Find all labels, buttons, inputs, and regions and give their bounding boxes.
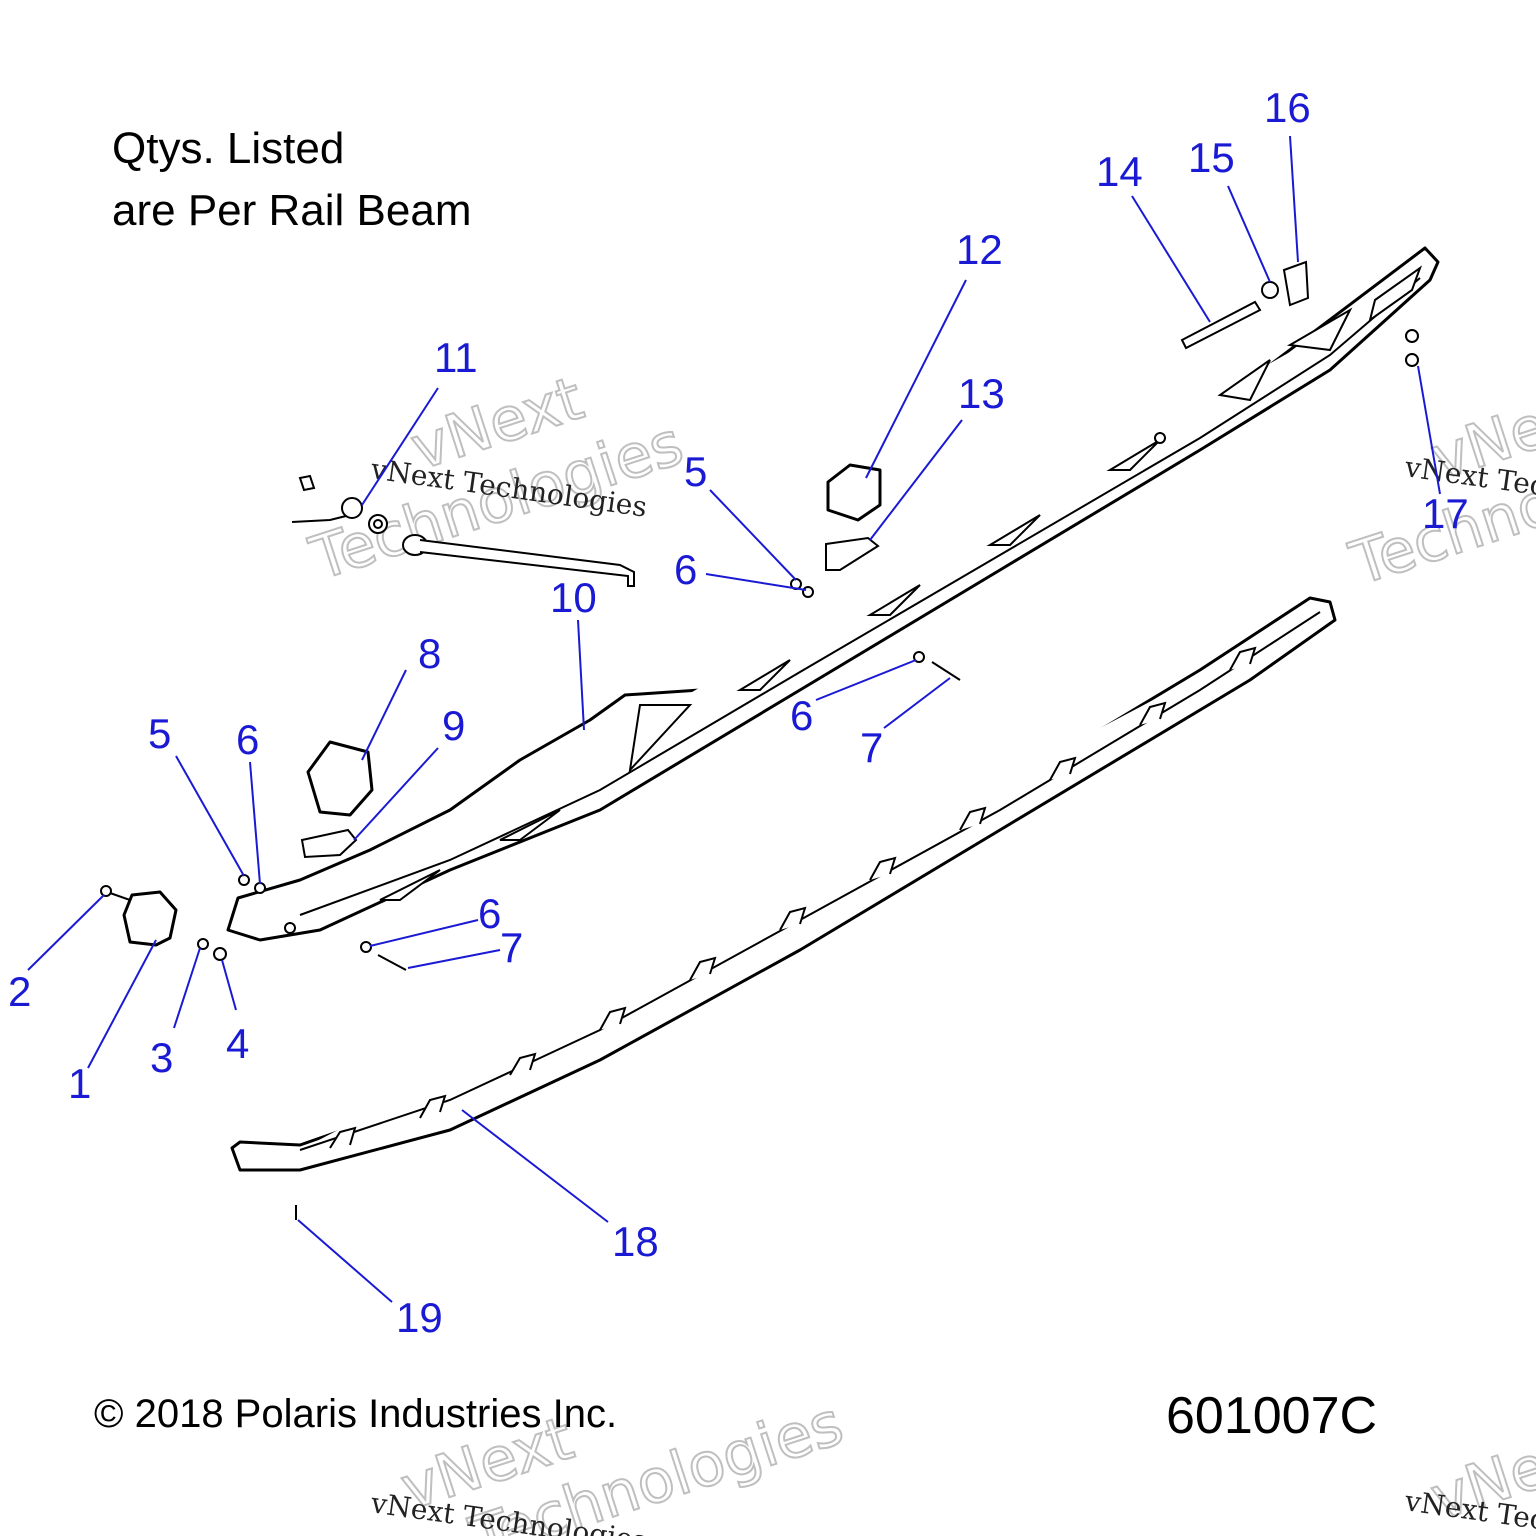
block-upper [825, 463, 882, 571]
callout-14: 14 [1096, 148, 1143, 195]
callout-11: 11 [434, 334, 478, 381]
callout-7-middle: 7 [860, 724, 883, 771]
callout-6-lower: 6 [478, 890, 501, 937]
callout-5-upper: 5 [684, 448, 707, 495]
callout-6-middle: 6 [790, 692, 813, 739]
wear-strip [230, 596, 1337, 1172]
copyright-notice: © 2018 Polaris Industries Inc. [94, 1392, 618, 1436]
callout-3: 3 [150, 1034, 173, 1081]
callout-19: 19 [396, 1294, 443, 1341]
quantity-note-line-1: Qtys. Listed [112, 124, 345, 173]
callout-2: 2 [8, 968, 31, 1015]
quantity-note-line-2: are Per Rail Beam [112, 186, 472, 235]
front-bumper [100, 885, 227, 961]
callout-18: 18 [612, 1218, 659, 1265]
callout-17: 17 [1422, 490, 1469, 537]
callout-15: 15 [1188, 134, 1235, 181]
callout-7: 7 [500, 924, 523, 971]
figure-id: 601007C [1166, 1387, 1378, 1445]
callout-8: 8 [418, 630, 441, 677]
callout-6-upper: 6 [674, 546, 697, 593]
callout-6: 6 [236, 716, 259, 763]
callout-1: 1 [68, 1060, 91, 1107]
callout-13: 13 [958, 370, 1005, 417]
callout-5: 5 [148, 710, 171, 757]
rail-beam [226, 246, 1440, 942]
quantity-note: Qtys. Listed are Per Rail Beam [112, 118, 471, 242]
callout-10: 10 [550, 574, 597, 621]
callout-16: 16 [1264, 84, 1311, 131]
callout-labels: 1 2 3 4 5 6 7 8 9 10 11 12 13 14 15 16 1… [8, 84, 1469, 1341]
leader-lines [27, 135, 1441, 1303]
callout-12: 12 [956, 226, 1003, 273]
callout-9: 9 [442, 702, 465, 749]
block-lower [300, 740, 374, 859]
callout-4: 4 [226, 1020, 249, 1067]
adjuster-assembly [1180, 260, 1419, 367]
spring-assembly [291, 474, 635, 587]
